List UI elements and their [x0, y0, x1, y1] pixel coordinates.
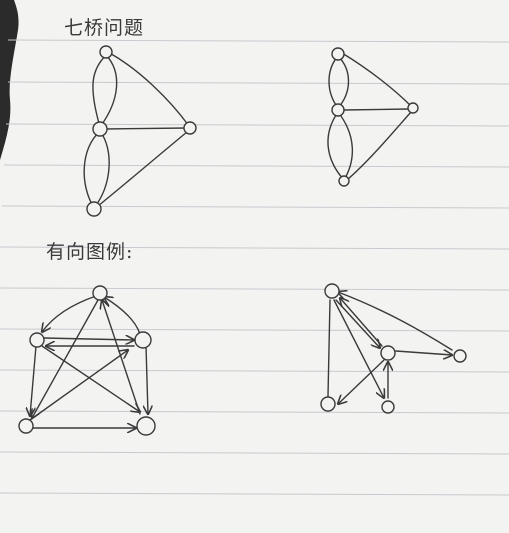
node: [136, 416, 156, 436]
ruled-lines: [0, 39, 509, 496]
node: [331, 47, 345, 61]
node: [18, 418, 34, 434]
seven-bridges-graph-right: [327, 47, 419, 187]
node: [380, 345, 396, 361]
node: [92, 121, 108, 137]
node: [338, 175, 350, 187]
node: [331, 103, 345, 117]
node: [134, 331, 152, 349]
node: [381, 400, 395, 414]
node: [453, 349, 467, 363]
directed-graph-left: [18, 285, 156, 436]
node: [86, 201, 102, 217]
directed-graph-right: [320, 283, 467, 414]
node: [92, 285, 108, 301]
node: [407, 102, 419, 114]
node: [183, 121, 197, 135]
seven-bridges-graph-left: [83, 45, 197, 217]
node: [99, 45, 113, 59]
heading-seven-bridges: 七桥问题: [64, 17, 144, 39]
node: [29, 332, 45, 348]
node: [320, 396, 336, 412]
heading-directed-graph: 有向图例:: [46, 241, 133, 263]
node: [324, 283, 340, 299]
